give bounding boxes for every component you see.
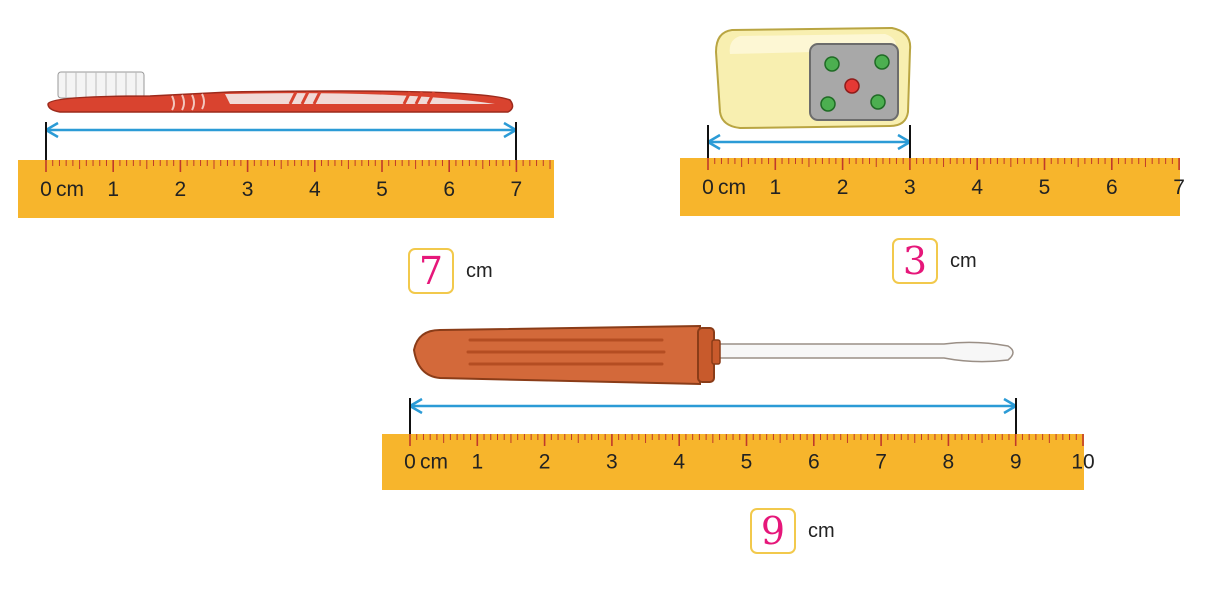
ruler-label: 9 bbox=[1010, 451, 1022, 474]
ruler-label: 3 bbox=[242, 178, 254, 201]
ruler-unit-label: cm bbox=[56, 178, 84, 201]
ruler-label: 1 bbox=[471, 451, 483, 474]
ruler-unit-label: cm bbox=[718, 176, 746, 199]
ruler-label: 0 bbox=[404, 451, 416, 474]
ruler-label: 5 bbox=[1039, 176, 1051, 199]
ruler-label: 4 bbox=[309, 178, 321, 201]
unit-label: cm bbox=[808, 519, 835, 542]
ruler-label: 4 bbox=[971, 176, 983, 199]
ruler-body bbox=[680, 158, 1180, 216]
ruler-label: 1 bbox=[107, 178, 119, 201]
ruler-label: 7 bbox=[1173, 176, 1185, 199]
ruler-label: 8 bbox=[943, 451, 955, 474]
ruler-label: 5 bbox=[376, 178, 388, 201]
answer-box[interactable]: 3 bbox=[892, 238, 938, 284]
unit-label: cm bbox=[466, 259, 493, 282]
ruler-label: 6 bbox=[1106, 176, 1118, 199]
ruler-label: 6 bbox=[443, 178, 455, 201]
ruler-label: 10 bbox=[1071, 451, 1094, 474]
ruler-label: 2 bbox=[837, 176, 849, 199]
toothbrush-icon bbox=[45, 71, 517, 178]
ruler-label: 1 bbox=[769, 176, 781, 199]
ruler-label: 6 bbox=[808, 451, 820, 474]
ruler-label: 0 bbox=[702, 176, 714, 199]
ruler-body bbox=[382, 434, 1084, 490]
ruler-label: 2 bbox=[175, 178, 187, 201]
answer-field[interactable]: 9 cm bbox=[750, 508, 835, 554]
answer-box[interactable]: 9 bbox=[750, 508, 796, 554]
ruler-label: 3 bbox=[904, 176, 916, 199]
answer-field[interactable]: 7 cm bbox=[408, 248, 493, 294]
ruler-label: 7 bbox=[875, 451, 887, 474]
answer-field[interactable]: 3 cm bbox=[892, 238, 977, 284]
unit-label: cm bbox=[950, 249, 977, 272]
screwdriver-icon bbox=[409, 324, 1017, 440]
ruler-label: 3 bbox=[606, 451, 618, 474]
ruler-label: 0 bbox=[40, 178, 52, 201]
ruler-unit-label: cm bbox=[420, 451, 448, 474]
ruler-label: 4 bbox=[673, 451, 685, 474]
ruler-label: 5 bbox=[741, 451, 753, 474]
ruler-label: 7 bbox=[511, 178, 523, 201]
ruler-label: 2 bbox=[539, 451, 551, 474]
answer-box[interactable]: 7 bbox=[408, 248, 454, 294]
ruler-body bbox=[18, 160, 554, 218]
